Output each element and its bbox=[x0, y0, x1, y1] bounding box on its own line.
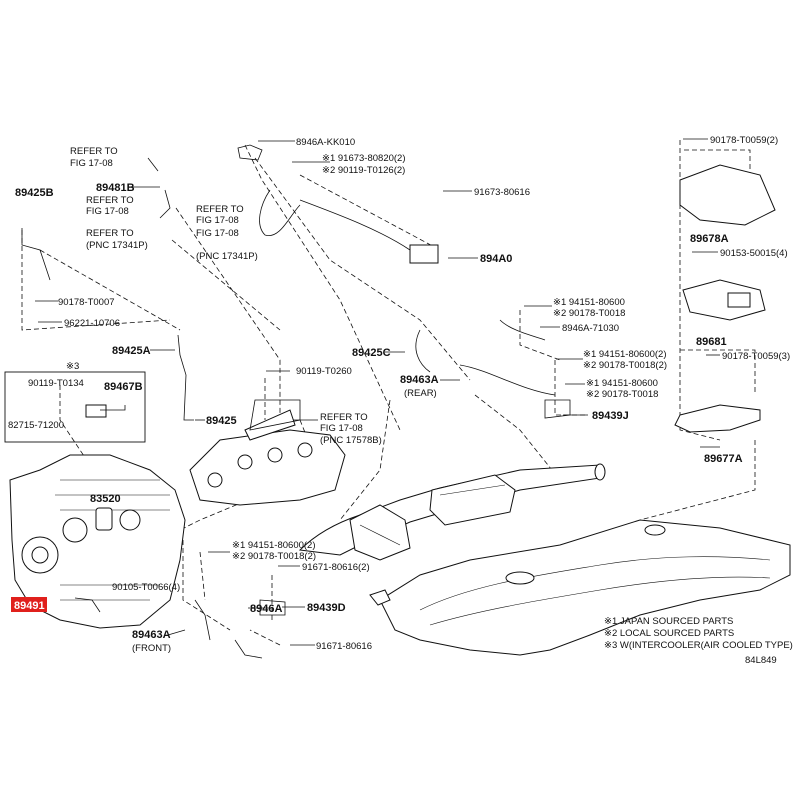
part-91673-80616: 91673-80616 bbox=[474, 187, 530, 198]
part-90119-T0134: 90119-T0134 bbox=[28, 378, 84, 389]
svg-text:REFER TO: REFER TO bbox=[70, 146, 118, 157]
svg-text:FIG 17-08: FIG 17-08 bbox=[196, 215, 239, 226]
part-94151-80600-d: ※1 94151-80600(2) bbox=[232, 540, 316, 551]
part-94151-80600-c: ※1 94151-80600 bbox=[586, 378, 658, 389]
part-89439D: 89439D bbox=[307, 602, 346, 614]
refer-to-label-4b: FIG 17-08 bbox=[196, 228, 239, 239]
refer-to-label-1a: REFER TO bbox=[70, 146, 118, 157]
part-89681: 89681 bbox=[696, 336, 727, 348]
part-91671-80616: 91671-80616 bbox=[316, 641, 372, 652]
svg-text:FIG 17-08: FIG 17-08 bbox=[86, 206, 129, 217]
part-89425C: 89425C bbox=[352, 347, 391, 359]
svg-text:REFER TO: REFER TO bbox=[320, 412, 368, 423]
note-japan-sourced: ※1 JAPAN SOURCED PARTS bbox=[604, 616, 733, 627]
part-89491: 89491 bbox=[14, 600, 45, 612]
part-89467B: 89467B bbox=[104, 381, 143, 393]
part-90119-T0126: ※2 90119-T0126(2) bbox=[322, 165, 405, 176]
part-89463A-rear: 89463A bbox=[400, 374, 439, 386]
rear-label: (REAR) bbox=[404, 388, 437, 399]
part-90178-T0059-2: 90178-T0059(2) bbox=[710, 135, 778, 146]
fuel-tank bbox=[369, 519, 791, 656]
engine-block bbox=[9, 454, 186, 629]
front-label: (FRONT) bbox=[132, 643, 171, 654]
ecu-covers bbox=[674, 164, 776, 433]
part-89481B: 89481B bbox=[96, 182, 135, 194]
part-94151-80600-a: ※1 94151-80600 bbox=[553, 297, 625, 308]
sensors-wires bbox=[21, 144, 571, 659]
pnc-17341P-b: (PNC 17341P) bbox=[196, 251, 258, 262]
note-local-sourced: ※2 LOCAL SOURCED PARTS bbox=[604, 628, 734, 639]
part-8946A-71030: 8946A-71030 bbox=[562, 323, 619, 334]
exhaust-system bbox=[298, 463, 606, 561]
part-96221-10706: 96221-10706 bbox=[64, 318, 120, 329]
part-90178-T0018-d: ※2 90178-T0018(2) bbox=[232, 551, 316, 562]
note3-marker: ※3 bbox=[66, 361, 79, 372]
figure-code: 84L849 bbox=[745, 655, 777, 666]
part-894A0: 894A0 bbox=[480, 253, 512, 265]
part-labels: REFER TO FIG 17-08 8946A-KK010 ※1 91673-… bbox=[8, 135, 793, 666]
part-89463A-front: 89463A bbox=[132, 629, 171, 641]
svg-text:FIG 17-08: FIG 17-08 bbox=[320, 423, 363, 434]
pnc-17341P-a: (PNC 17341P) bbox=[86, 240, 148, 251]
part-89425A: 89425A bbox=[112, 345, 151, 357]
refer-to-label-5a: REFER TO bbox=[320, 412, 368, 423]
part-90153-50015: 90153-50015(4) bbox=[720, 248, 788, 259]
part-90105-T0066: 90105-T0066(4) bbox=[112, 582, 180, 593]
refer-to-label-5b: FIG 17-08 bbox=[320, 423, 363, 434]
refer-to-label-1b: FIG 17-08 bbox=[70, 158, 113, 169]
note-intercooler: ※3 W(INTERCOOLER(AIR COOLED TYPE) bbox=[604, 640, 793, 651]
part-89425B: 89425B bbox=[15, 187, 54, 199]
part-90178-T0018-a: ※2 90178-T0018 bbox=[553, 308, 625, 319]
part-90178-T0007: 90178-T0007 bbox=[58, 297, 115, 308]
part-89677A: 89677A bbox=[704, 453, 743, 465]
svg-text:FIG 17-08: FIG 17-08 bbox=[70, 158, 113, 169]
intercooler-inset-box bbox=[4, 371, 146, 443]
part-90178-T0059-3: 90178-T0059(3) bbox=[722, 351, 790, 362]
part-8946A-KK010: 8946A-KK010 bbox=[296, 137, 355, 148]
svg-text:FIG 17-08: FIG 17-08 bbox=[196, 228, 239, 239]
svg-text:REFER TO: REFER TO bbox=[86, 195, 134, 206]
part-90119-T0260: 90119-T0260 bbox=[296, 366, 352, 377]
highlighted-part-89491[interactable]: 89491 bbox=[11, 597, 47, 612]
part-90178-T0018-b: ※2 90178-T0018(2) bbox=[583, 360, 667, 371]
cylinder-head bbox=[189, 409, 346, 506]
part-90178-T0018-c: ※2 90178-T0018 bbox=[586, 389, 658, 400]
refer-to-label-3a: REFER TO bbox=[196, 204, 244, 215]
part-82715-71200: 82715-71200 bbox=[8, 420, 64, 431]
pnc-17578B: (PNC 17578B) bbox=[320, 435, 382, 446]
part-91673-80820: ※1 91673-80820(2) bbox=[322, 153, 406, 164]
part-91671-80616-2: 91671-80616(2) bbox=[302, 562, 370, 573]
part-89439J: 89439J bbox=[592, 410, 629, 422]
refer-to-label-4a: REFER TO bbox=[86, 228, 134, 239]
part-89678A: 89678A bbox=[690, 233, 729, 245]
part-8946A: 8946A bbox=[250, 603, 282, 615]
refer-to-label-2a: REFER TO bbox=[86, 195, 134, 206]
part-89425: 89425 bbox=[206, 415, 237, 427]
part-83520: 83520 bbox=[90, 493, 121, 505]
refer-to-label-2b: FIG 17-08 bbox=[86, 206, 129, 217]
refer-to-label-3b: FIG 17-08 bbox=[196, 215, 239, 226]
svg-text:REFER TO: REFER TO bbox=[86, 228, 134, 239]
svg-text:REFER TO: REFER TO bbox=[196, 204, 244, 215]
part-94151-80600-b: ※1 94151-80600(2) bbox=[583, 349, 667, 360]
